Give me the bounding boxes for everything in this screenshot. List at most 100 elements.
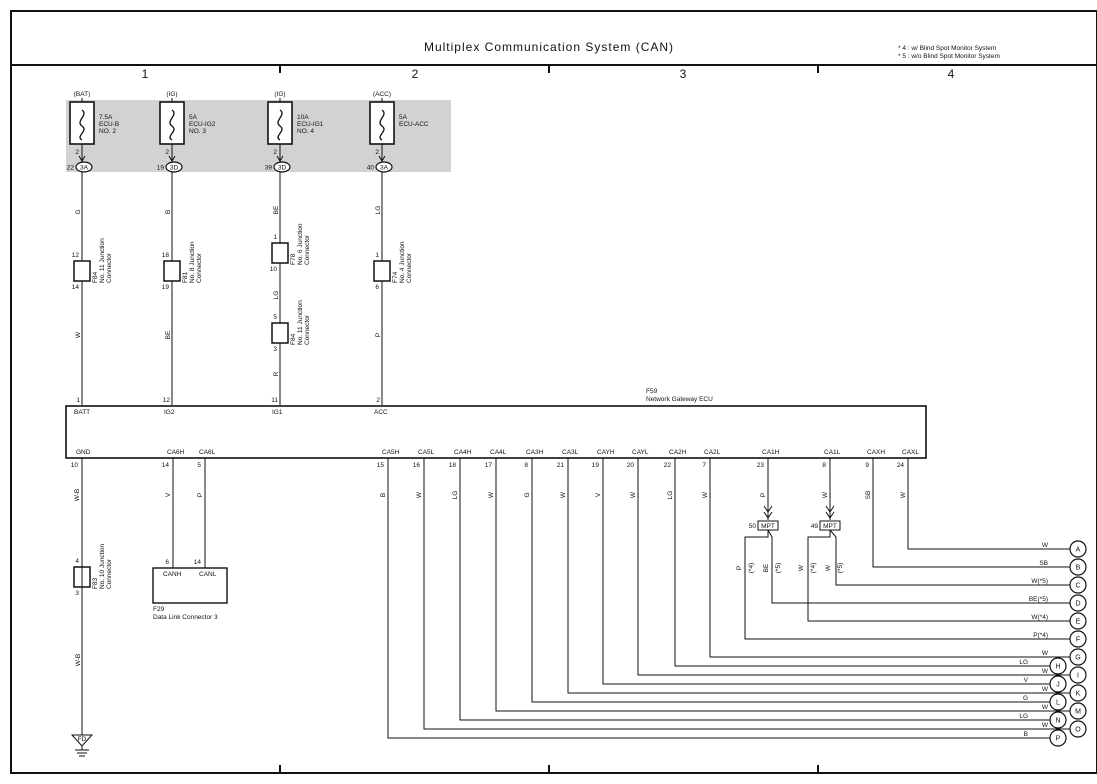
- ecu-pin-number: 1: [76, 397, 80, 404]
- connector-letter: P: [1056, 736, 1061, 743]
- wire-color-label: SB: [1039, 560, 1048, 567]
- ecu-pin-name: CA3L: [562, 449, 579, 456]
- fuse-body: [159, 101, 185, 145]
- wire-color-label: G: [524, 492, 531, 497]
- wire-note-label: (*5): [775, 563, 782, 573]
- ecu-pin-name: CAXH: [867, 449, 885, 456]
- junction-pin: 6: [375, 284, 379, 291]
- junction-code: F81: [182, 271, 189, 283]
- connector-oval: [273, 161, 291, 173]
- ecu-code: F59: [646, 388, 658, 395]
- wire-color-label: W: [900, 491, 907, 498]
- bus-wire: [637, 470, 1070, 676]
- wire-color-label: P(*4): [1033, 632, 1048, 639]
- wire-color-label: W: [822, 491, 829, 498]
- wire-color-label: BE: [273, 205, 280, 214]
- junction-type: Connector: [406, 252, 413, 283]
- connector-letter: C: [1075, 583, 1080, 590]
- bus-wire: [807, 530, 1070, 622]
- connector-letter: I: [1077, 673, 1079, 680]
- junction-code: F83: [92, 577, 99, 589]
- ecu-pin-name: CA2L: [704, 449, 721, 456]
- connector-letter: B: [1076, 565, 1081, 572]
- fuse-rating: 10A: [297, 114, 309, 121]
- ecu-pin-number: 19: [592, 462, 600, 469]
- off-page-connector-o: [1069, 720, 1087, 738]
- junction-code: F74: [392, 271, 399, 283]
- ecu-pin-name: CA4H: [454, 449, 472, 456]
- wire-color-label: LG: [452, 491, 459, 500]
- diagram-title: Multiplex Communication System (CAN): [424, 40, 674, 54]
- fuse-icon: [169, 109, 175, 141]
- fuse-rating: 5A: [189, 114, 198, 121]
- ecu-pin-number: 17: [485, 462, 493, 469]
- off-page-connector-a: [1069, 540, 1087, 558]
- network-gateway-ecu: [65, 405, 927, 459]
- junction-pin: 1: [375, 252, 379, 259]
- wire-color-label: V: [165, 492, 172, 497]
- off-page-connector-p: [1049, 729, 1067, 747]
- ecu-pin-name: CAYH: [597, 449, 615, 456]
- ecu-pin-number: 22: [664, 462, 672, 469]
- ecu-pin-name: CA6L: [199, 449, 216, 456]
- fuse-name: ECU-B: [99, 121, 119, 128]
- dlc-label-canh: CANH: [163, 571, 182, 578]
- off-page-connector-e: [1069, 612, 1087, 630]
- connector-oval: [165, 161, 183, 173]
- junction-type: Connector: [106, 252, 113, 283]
- connector-letter: N: [1055, 718, 1060, 725]
- junction-connector: [271, 322, 289, 344]
- wire-color-label: LG: [667, 491, 674, 500]
- fuse-pin: 2: [375, 149, 379, 156]
- off-page-connector-g: [1069, 648, 1087, 666]
- junction-name: No. 10 Junction: [99, 543, 106, 589]
- wire-color-label: W: [488, 491, 495, 498]
- wire-color-label: LG: [273, 291, 280, 300]
- wire-color-label: W: [630, 491, 637, 498]
- ecu-pin-name: IG1: [272, 409, 283, 416]
- connector-letter: K: [1076, 691, 1081, 698]
- ecu-pin-number: 15: [377, 462, 385, 469]
- bus-wire: [459, 470, 1050, 721]
- fuse-icon: [379, 109, 385, 141]
- wire-color-label: W: [825, 564, 832, 571]
- off-page-connector-j: [1049, 675, 1067, 693]
- off-page-connector-k: [1069, 684, 1087, 702]
- wire-color-label: LG: [1019, 659, 1028, 666]
- fuse-body: [369, 101, 395, 145]
- off-page-connector-d: [1069, 594, 1087, 612]
- fuse-pin: 2: [165, 149, 169, 156]
- wire-color-label: BE: [763, 563, 770, 572]
- junction-code: F84: [92, 271, 99, 283]
- connector-pin: 22: [67, 165, 75, 172]
- ecu-pin-name: BATT: [74, 409, 90, 416]
- connector-pin: 39: [265, 165, 273, 172]
- bus-wire: [602, 470, 1050, 685]
- wire-color-label: P: [736, 566, 743, 570]
- ecu-pin-name: CA2H: [669, 449, 687, 456]
- wire-color-label: W(*4): [1031, 614, 1048, 621]
- wire-color-label: R: [273, 371, 280, 376]
- bus-wire: [709, 470, 1070, 658]
- junction-type: Connector: [304, 314, 311, 345]
- ecu-pin-number: 14: [162, 462, 170, 469]
- fuse-pin: 2: [75, 149, 79, 156]
- fuse-arrow: [276, 155, 284, 162]
- column-label-2: 2: [412, 67, 419, 81]
- wire-color-label: W: [416, 491, 423, 498]
- ecu-pin-name: CA5H: [382, 449, 400, 456]
- column-label-3: 3: [680, 67, 687, 81]
- ecu-pin-name: CA3H: [526, 449, 544, 456]
- wire-note-label: (*5): [837, 563, 844, 573]
- bus-wire: [767, 529, 1070, 604]
- connector-letter: D: [1075, 601, 1080, 608]
- mpt-number: 49: [811, 523, 819, 530]
- wire-color-label: W: [1042, 542, 1049, 549]
- junction-pin: 14: [72, 284, 80, 291]
- wire-color-label: G: [1023, 695, 1028, 702]
- ecu-pin-number: 18: [449, 462, 457, 469]
- junction-name: No. 6 Junction: [297, 223, 304, 265]
